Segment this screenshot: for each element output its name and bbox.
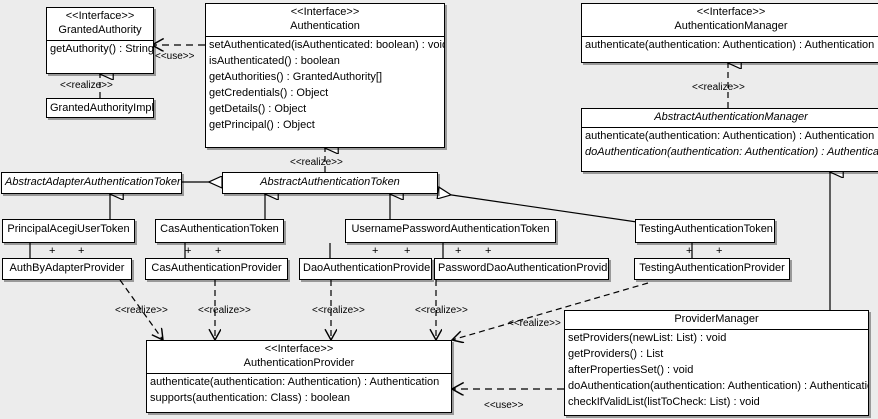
class-name: Authentication [290,20,360,32]
operation: getDetails() : Object [209,103,307,115]
operation: isAuthenticated() : boolean [209,55,340,67]
class-header: <<Interface>> Authentication [206,4,444,36]
stereotype: <<Interface>> [65,10,135,22]
operation: checkIfValidList(listToCheck: List) : vo… [568,396,760,408]
relationship-label-realize-abstract-authentication-token: <<realize>> [290,157,343,168]
class-name: PrincipalAcegiUserToken [7,223,130,235]
class-name: AbstractAuthenticationToken [260,176,400,188]
relationship-label-realize-granted-authority-impl: <<realize>> [60,80,113,91]
class-authentication[interactable]: <<Interface>> Authentication setAuthenti… [205,3,445,148]
class-password-dao-authentication-provider[interactable]: PasswordDaoAuthenticationProvider [434,258,609,280]
class-name: ProviderManager [674,313,759,325]
multiplicity-marker: + [49,245,56,257]
class-name: AbstractAdapterAuthenticationToken [5,176,182,188]
multiplicity-marker: + [716,245,723,257]
multiplicity-marker: + [485,245,492,257]
class-name: GrantedAuthorityImpl [50,102,154,114]
class-cas-authentication-provider[interactable]: CasAuthenticationProvider [145,258,288,280]
class-header: <<Interface>> AuthenticationProvider [147,341,451,373]
operations-compartment: setProviders(newList: List) : void getPr… [565,329,868,410]
class-abstract-authentication-manager[interactable]: AbstractAuthenticationManager authentica… [581,108,878,172]
class-granted-authority-impl[interactable]: GrantedAuthorityImpl [46,98,154,118]
class-cas-authentication-token[interactable]: CasAuthenticationToken [155,219,284,243]
operations-compartment: setAuthenticated(isAuthenticated: boolea… [206,36,444,133]
class-name: DaoAuthenticationProvider [303,262,432,274]
class-testing-authentication-provider[interactable]: TestingAuthenticationProvider [634,258,790,280]
class-name: AuthenticationProvider [243,357,355,369]
relationship-label-realize-password-dao-provider: <<realize>> [415,305,468,316]
operation: authenticate(authentication: Authenticat… [150,376,440,388]
class-username-password-authentication-token[interactable]: UsernamePasswordAuthenticationToken [345,219,556,243]
class-testing-authentication-token[interactable]: TestingAuthenticationToken [635,219,775,243]
operation: supports(authentication: Class) : boolea… [150,392,350,404]
operation: getAuthorities() : GrantedAuthority[] [209,71,383,83]
operation: getPrincipal() : Object [209,119,315,131]
relationship-label-use-provider-manager: <<use>> [484,400,524,411]
class-name: AbstractAuthenticationManager [654,111,808,123]
class-header: AbstractAuthenticationManager [582,109,878,127]
relationship-label-use-granted-authority: <<use>> [155,51,195,62]
stereotype: <<Interface>> [696,6,766,18]
multiplicity-marker: + [455,245,462,257]
class-name: UsernamePasswordAuthenticationToken [351,223,550,235]
operations-compartment: authenticate(authentication: Authenticat… [582,36,878,53]
operations-compartment: authenticate(authentication: Authenticat… [582,127,878,160]
operations-compartment: getAuthority() : String [47,40,153,57]
class-header: <<Interface>> GrantedAuthority [47,8,153,40]
multiplicity-marker: + [185,245,192,257]
class-dao-authentication-provider[interactable]: DaoAuthenticationProvider [299,258,432,280]
class-principal-acegi-user-token[interactable]: PrincipalAcegiUserToken [2,219,135,243]
operation: doAuthentication(authentication: Authent… [585,146,878,158]
operations-compartment: authenticate(authentication: Authenticat… [147,373,451,406]
class-granted-authority[interactable]: <<Interface>> GrantedAuthority getAuthor… [46,7,154,74]
class-abstract-authentication-token[interactable]: AbstractAuthenticationToken [222,172,438,194]
class-name: AuthenticationManager [674,20,788,32]
multiplicity-marker: + [404,245,411,257]
class-provider-manager[interactable]: ProviderManager setProviders(newList: Li… [564,310,869,416]
class-abstract-adapter-authentication-token[interactable]: AbstractAdapterAuthenticationToken [1,172,182,194]
operation: setProviders(newList: List) : void [568,332,727,344]
class-authentication-provider[interactable]: <<Interface>> AuthenticationProvider aut… [146,340,452,413]
multiplicity-marker: + [215,245,222,257]
operation: getCredentials() : Object [209,87,329,99]
relationship-label-realize-auth-by-adapter-provider: <<realize>> [115,305,168,316]
class-header: ProviderManager [565,311,868,329]
operation: getProviders() : List [568,348,664,360]
class-name: AuthByAdapterProvider [9,262,125,274]
operation: afterPropertiesSet() : void [568,364,694,376]
operation: doAuthentication(authentication: Authent… [568,380,869,392]
relationship-label-realize-cas-provider: <<realize>> [198,305,251,316]
operation: authenticate(authentication: Authenticat… [585,130,875,142]
class-name: CasAuthenticationToken [160,223,279,235]
multiplicity-marker: + [686,245,693,257]
class-name: TestingAuthenticationToken [639,223,773,235]
stereotype: <<Interface>> [264,343,334,355]
operation: getAuthority() : String [50,43,154,55]
stereotype: <<Interface>> [290,6,360,18]
class-auth-by-adapter-provider[interactable]: AuthByAdapterProvider [2,258,132,280]
multiplicity-marker: + [372,245,379,257]
class-header: <<Interface>> AuthenticationManager [582,4,878,36]
relationship-label-realize-testing-provider: <<realize>> [508,318,561,329]
class-name: TestingAuthenticationProvider [639,262,785,274]
class-name: GrantedAuthority [58,24,142,36]
operation: authenticate(authentication: Authenticat… [585,39,875,51]
class-name: PasswordDaoAuthenticationProvider [438,262,609,274]
class-authentication-manager[interactable]: <<Interface>> AuthenticationManager auth… [581,3,878,63]
relationship-label-realize-abstract-authentication-manager: <<realize>> [692,82,745,93]
multiplicity-marker: + [78,245,85,257]
relationship-label-realize-dao-provider: <<realize>> [312,305,365,316]
operation: setAuthenticated(isAuthenticated: boolea… [209,39,445,51]
class-name: CasAuthenticationProvider [151,262,282,274]
